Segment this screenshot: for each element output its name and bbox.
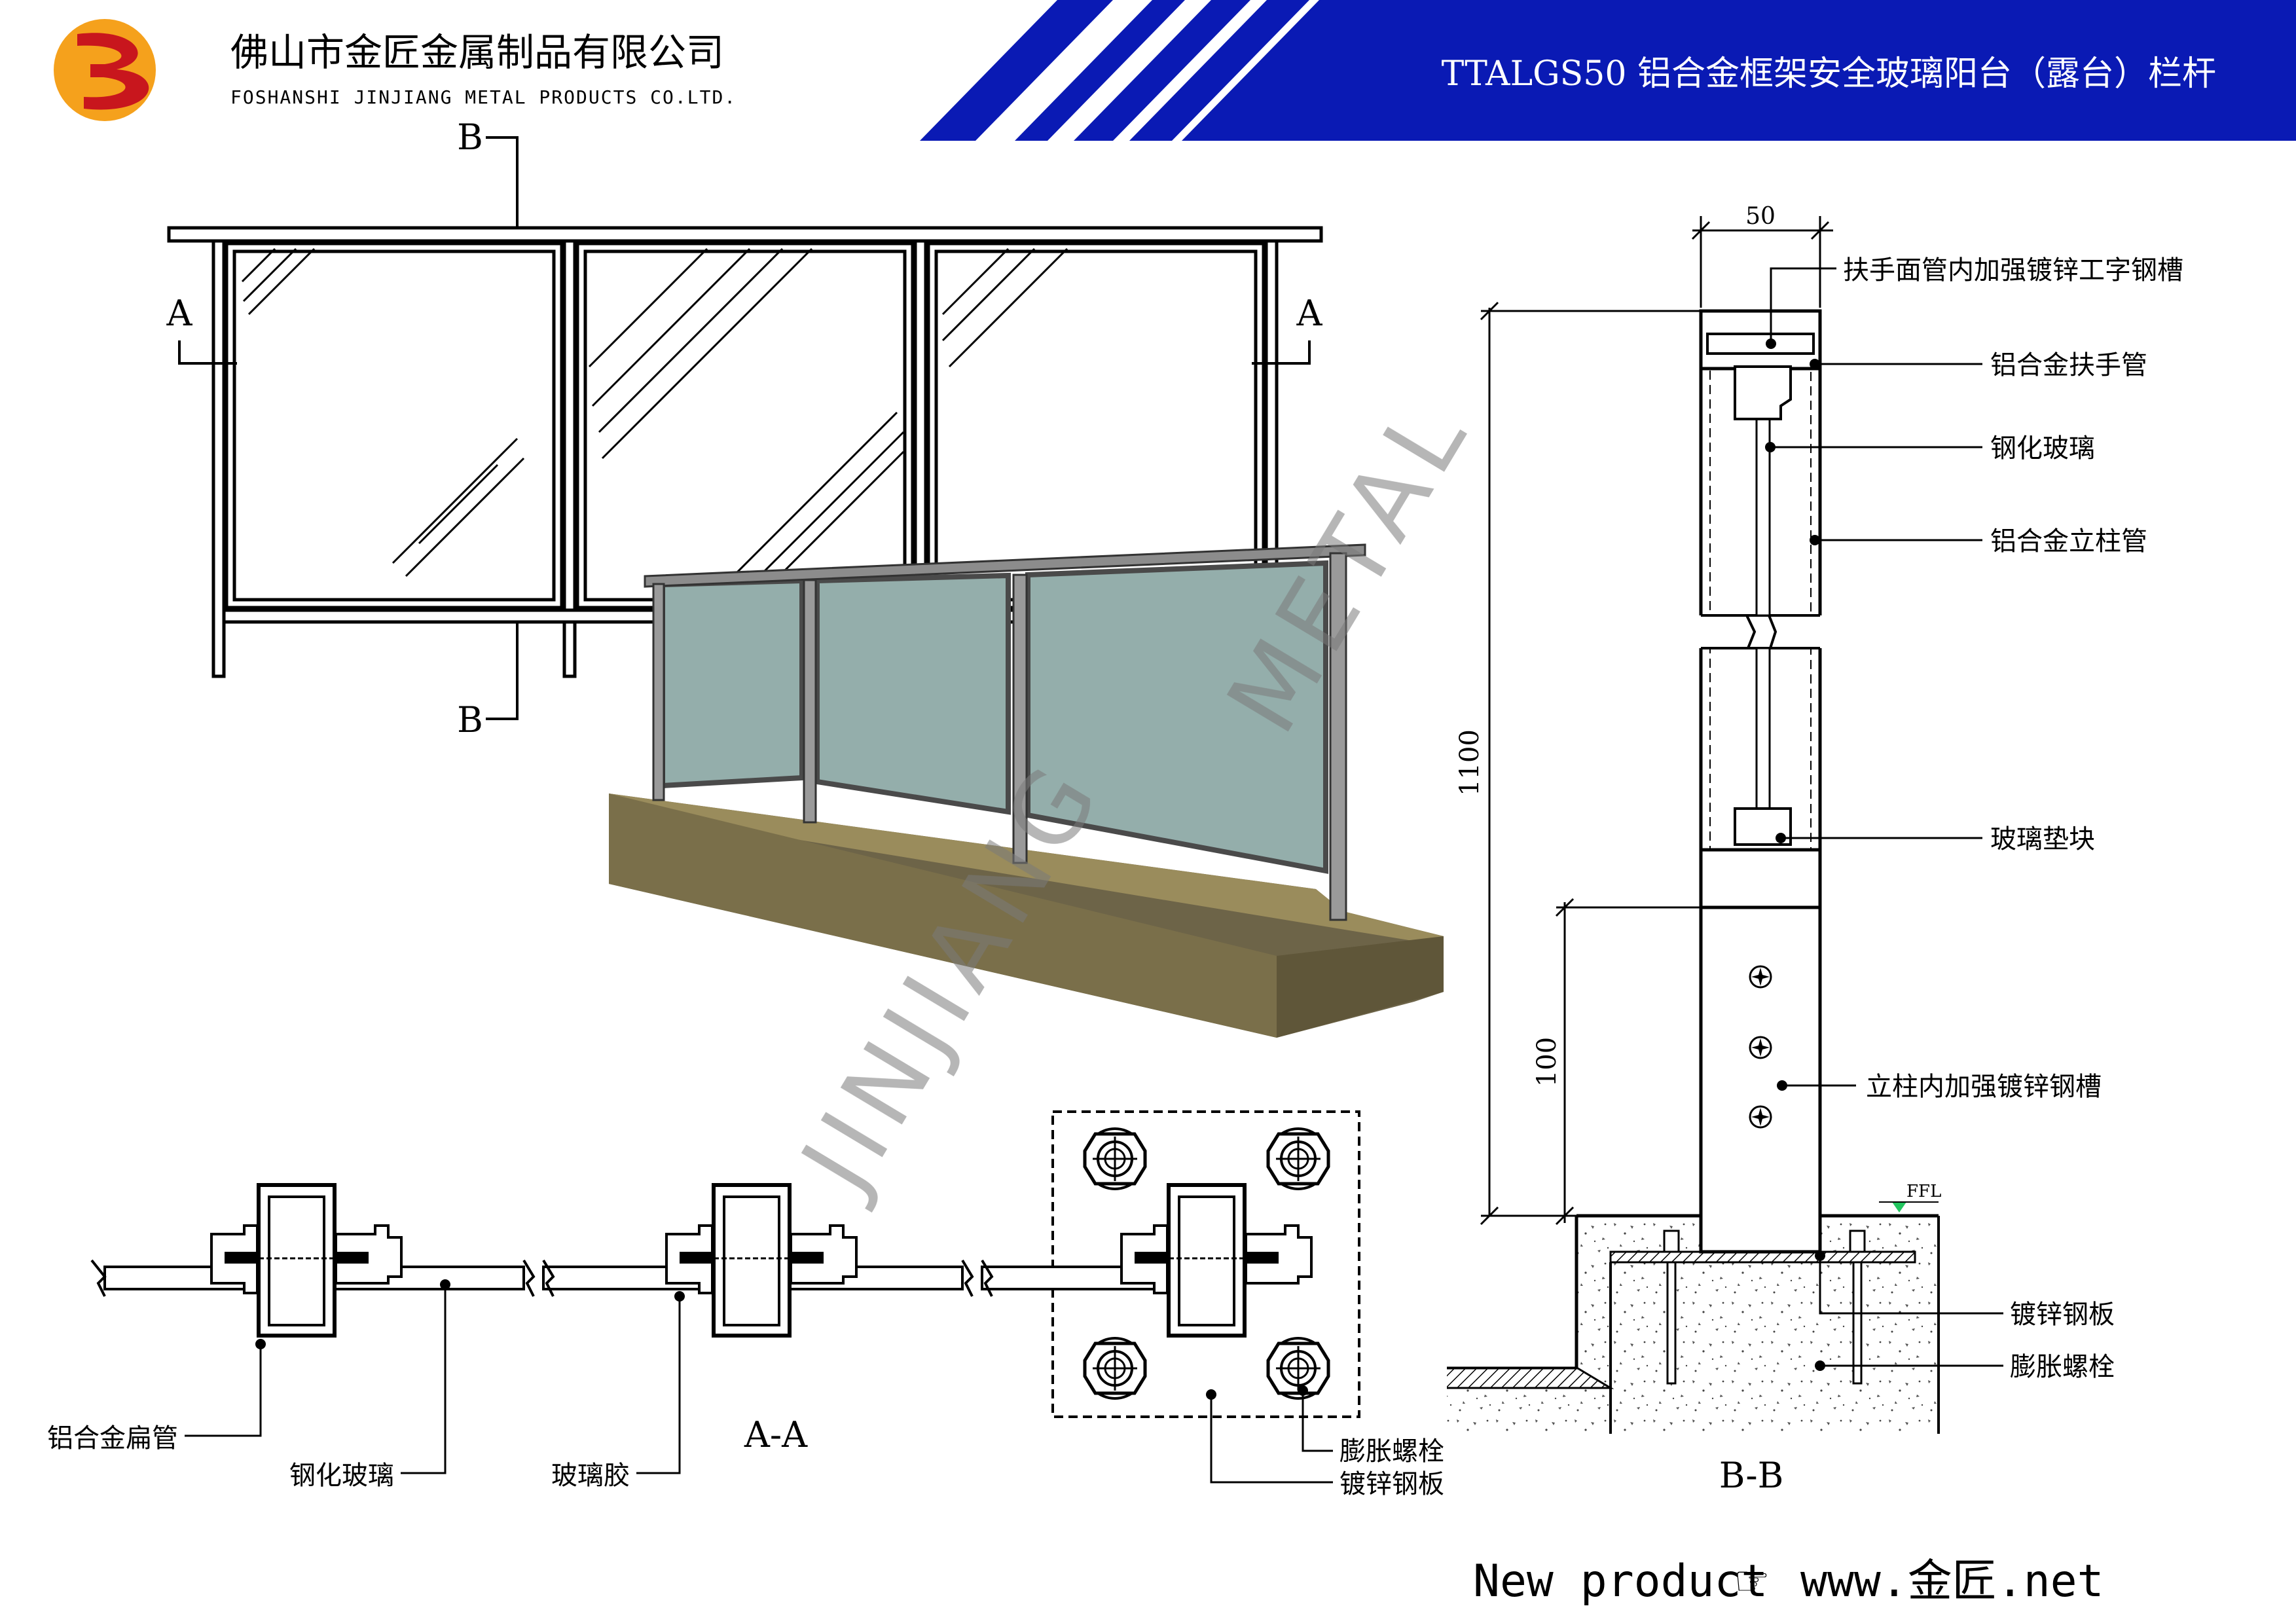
footer-prefix: New product xyxy=(1473,1556,1768,1607)
section-label-a-right: A xyxy=(1296,293,1323,334)
section-view: 50 1100 100 FFL 扶手面管内加强镀锌工字钢槽 铝合金扶手管 钢化玻… xyxy=(1447,203,2183,1496)
callout-glass-glue: 玻璃胶 xyxy=(551,1461,630,1491)
callout-post-reinforce: 立柱内加强镀锌钢槽 xyxy=(1866,1072,2102,1102)
section-markers xyxy=(178,136,1311,720)
company-name-cn: 佛山市金匠金属制品有限公司 xyxy=(230,30,724,75)
logo-mark-icon xyxy=(77,33,149,110)
pointing-hand-icon: ☞ xyxy=(1734,1557,1770,1605)
callout-galv-plate-section: 镀锌钢板 xyxy=(2010,1300,2115,1330)
callout-handrail-reinforce: 扶手面管内加强镀锌工字钢槽 xyxy=(1843,255,2183,285)
title-banner: TTALGS50 铝合金框架安全玻璃阳台（露台）栏杆 xyxy=(920,0,2296,141)
plan-view: 铝合金扁管 钢化玻璃 玻璃胶 A-A 膨胀螺栓 镀锌钢板 xyxy=(47,1110,1444,1499)
callout-flat-tube: 铝合金扁管 xyxy=(47,1423,178,1453)
footer-url: www.金匠.net xyxy=(1800,1556,2104,1607)
footer: New product ☞ www.金匠.net xyxy=(1473,1556,2104,1607)
callout-expansion-bolt-plan: 膨胀螺栓 xyxy=(1339,1436,1444,1467)
callout-galv-plate-plan: 镀锌钢板 xyxy=(1339,1469,1444,1499)
callout-handrail: 铝合金扶手管 xyxy=(1990,350,2147,380)
ffl-label: FFL xyxy=(1906,1182,1941,1201)
callout-tempered-glass-plan: 钢化玻璃 xyxy=(289,1461,394,1491)
section-label-b-bottom: B xyxy=(457,699,483,740)
dim-base-height: 100 xyxy=(1532,1037,1562,1087)
company-name-en: FOSHANSHI JINJIANG METAL PRODUCTS CO.LTD… xyxy=(230,86,737,108)
plan-view-label: A-A xyxy=(744,1414,808,1455)
callout-post: 铝合金立柱管 xyxy=(1990,526,2147,556)
section-label-b-top: B xyxy=(457,117,483,158)
section-label-a-left: A xyxy=(166,293,193,334)
perspective-render xyxy=(609,543,1444,1038)
company-logo xyxy=(54,19,156,121)
callout-glass-section: 钢化玻璃 xyxy=(1990,433,2095,464)
callout-expansion-bolt-section: 膨胀螺栓 xyxy=(2010,1352,2115,1382)
dim-total-height: 1100 xyxy=(1455,729,1485,796)
dim-width: 50 xyxy=(1745,203,1776,230)
callout-glass-block: 玻璃垫块 xyxy=(1990,824,2095,854)
ffl-marker-icon xyxy=(1892,1202,1906,1213)
drawing-title: TTALGS50 铝合金框架安全玻璃阳台（露台）栏杆 xyxy=(1442,54,2216,94)
section-view-label: B-B xyxy=(1719,1455,1784,1496)
